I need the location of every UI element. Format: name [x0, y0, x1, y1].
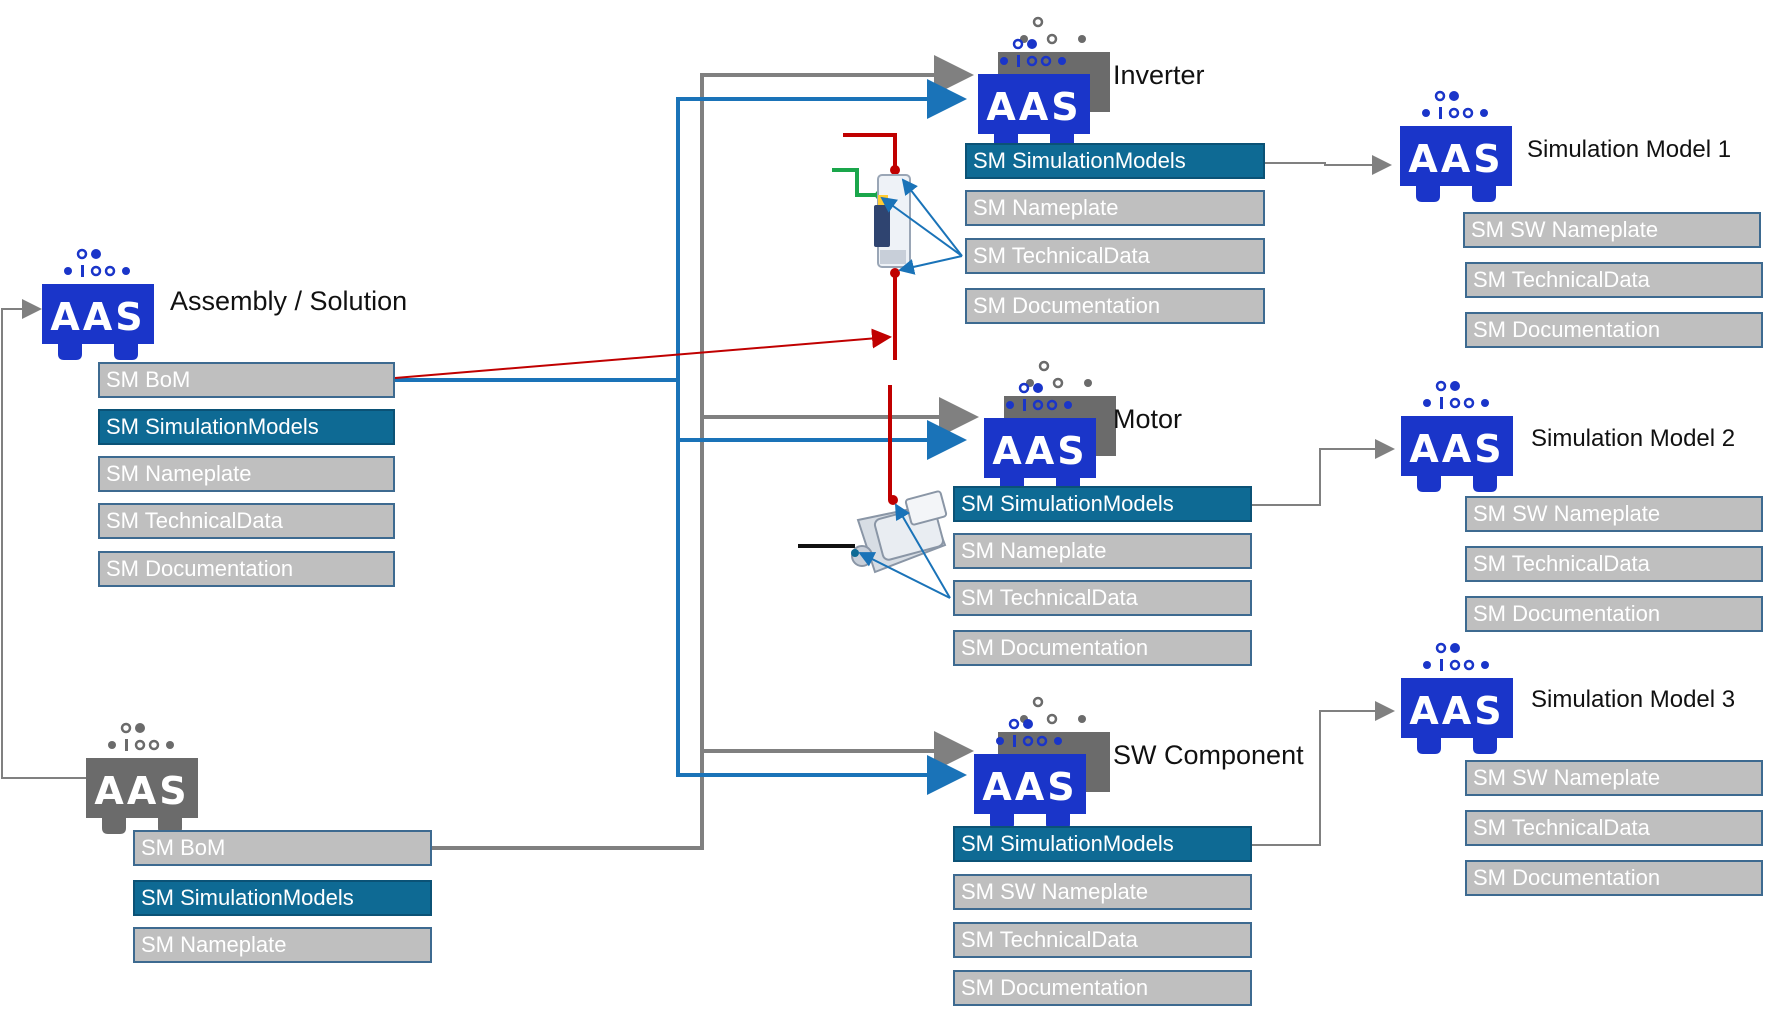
link-inv-tech-2: [880, 196, 963, 257]
submodel-bom[interactable]: SM BoM: [133, 830, 432, 866]
submodel-sw-nameplate[interactable]: SM SW Nameplate: [1465, 496, 1763, 532]
link-inv-sim1: [1263, 155, 1392, 175]
link-inv-tech-1: [901, 178, 963, 257]
aas-logo-icon: AAS: [976, 378, 1104, 498]
submodel-simulationmodels[interactable]: SM SimulationModels: [953, 826, 1252, 862]
submodel-documentation[interactable]: SM Documentation: [953, 970, 1252, 1006]
link-mot-sim2: [1250, 439, 1395, 506]
link-blue-bom-sw: [676, 440, 967, 795]
inverter-title: Inverter: [1113, 60, 1205, 90]
submodel-sw-nameplate[interactable]: SM SW Nameplate: [1463, 212, 1761, 248]
red-node: [888, 495, 898, 505]
motor-device-image: [851, 490, 948, 574]
green-wiring: [832, 168, 880, 197]
sim2-title: Simulation Model 2: [1531, 425, 1736, 452]
submodel-sw-nameplate[interactable]: SM SW Nameplate: [953, 874, 1252, 910]
svg-text:AAS: AAS: [982, 765, 1077, 809]
aas-logo-icon: AAS: [1393, 638, 1521, 758]
svg-text:AAS: AAS: [1409, 427, 1504, 471]
submodel-sw-nameplate[interactable]: SM SW Nameplate: [1465, 760, 1763, 796]
link-mot-tech-1: [894, 503, 951, 599]
submodel-documentation[interactable]: SM Documentation: [98, 551, 395, 587]
red-wiring-top: [843, 133, 897, 170]
submodel-nameplate[interactable]: SM Nameplate: [953, 533, 1252, 569]
aas-logo-icon: AAS: [970, 34, 1098, 154]
submodel-simulationmodels[interactable]: SM SimulationModels: [98, 409, 395, 445]
svg-text:AAS: AAS: [1408, 137, 1503, 181]
submodel-technicaldata[interactable]: SM TechnicalData: [1465, 546, 1763, 582]
svg-text:AAS: AAS: [1409, 689, 1504, 733]
link-inv-tech-3: [898, 255, 963, 275]
sim3-title: Simulation Model 3: [1531, 686, 1736, 713]
link-mot-tech-2: [858, 552, 951, 599]
submodel-documentation[interactable]: SM Documentation: [953, 630, 1252, 666]
svg-text:AAS: AAS: [94, 769, 189, 813]
aas-logo-icon: AAS: [1393, 376, 1521, 496]
submodel-simulationmodels[interactable]: SM SimulationModels: [965, 143, 1265, 179]
submodel-nameplate[interactable]: SM Nameplate: [965, 190, 1265, 226]
svg-text:AAS: AAS: [992, 429, 1087, 473]
link-blue-bom-bus: [395, 79, 967, 382]
svg-text:AAS: AAS: [986, 85, 1081, 129]
inverter-device-image: [874, 174, 911, 268]
submodel-documentation[interactable]: SM Documentation: [1465, 312, 1763, 348]
sim1-title: Simulation Model 1: [1527, 136, 1732, 163]
submodel-nameplate[interactable]: SM Nameplate: [98, 456, 395, 492]
aas-logo-icon: AAS: [1392, 86, 1520, 206]
aas-logo-gray-icon: AAS: [78, 718, 206, 838]
link-sw-sim3: [1250, 701, 1395, 846]
sw-component-title: SW Component: [1113, 740, 1304, 770]
submodel-documentation[interactable]: SM Documentation: [1465, 596, 1763, 632]
link-red-bom-wiring: [394, 328, 892, 379]
submodel-bom[interactable]: SM BoM: [98, 362, 395, 398]
submodel-simulationmodels[interactable]: SM SimulationModels: [953, 486, 1252, 522]
aas-logo-icon: AAS: [34, 244, 162, 364]
svg-text:AAS: AAS: [50, 295, 145, 339]
link-gray-bom-bus: [430, 55, 974, 850]
submodel-technicaldata[interactable]: SM TechnicalData: [1465, 810, 1763, 846]
link-gray-aas-to-assembly: [1, 299, 86, 779]
submodel-simulationmodels[interactable]: SM SimulationModels: [133, 880, 432, 916]
assembly-title: Assembly / Solution: [170, 286, 408, 316]
submodel-documentation[interactable]: SM Documentation: [965, 288, 1265, 324]
submodel-technicaldata[interactable]: SM TechnicalData: [953, 580, 1252, 616]
submodel-technicaldata[interactable]: SM TechnicalData: [965, 238, 1265, 274]
red-node: [890, 165, 900, 175]
red-node: [890, 268, 900, 278]
submodel-documentation[interactable]: SM Documentation: [1465, 860, 1763, 896]
motor-title: Motor: [1113, 404, 1183, 434]
aas-logo-icon: AAS: [966, 714, 1094, 834]
submodel-technicaldata[interactable]: SM TechnicalData: [98, 503, 395, 539]
submodel-technicaldata[interactable]: SM TechnicalData: [953, 922, 1252, 958]
submodel-nameplate[interactable]: SM Nameplate: [133, 927, 432, 963]
link-blue-bom-motor: [676, 380, 967, 460]
submodel-technicaldata[interactable]: SM TechnicalData: [1465, 262, 1763, 298]
